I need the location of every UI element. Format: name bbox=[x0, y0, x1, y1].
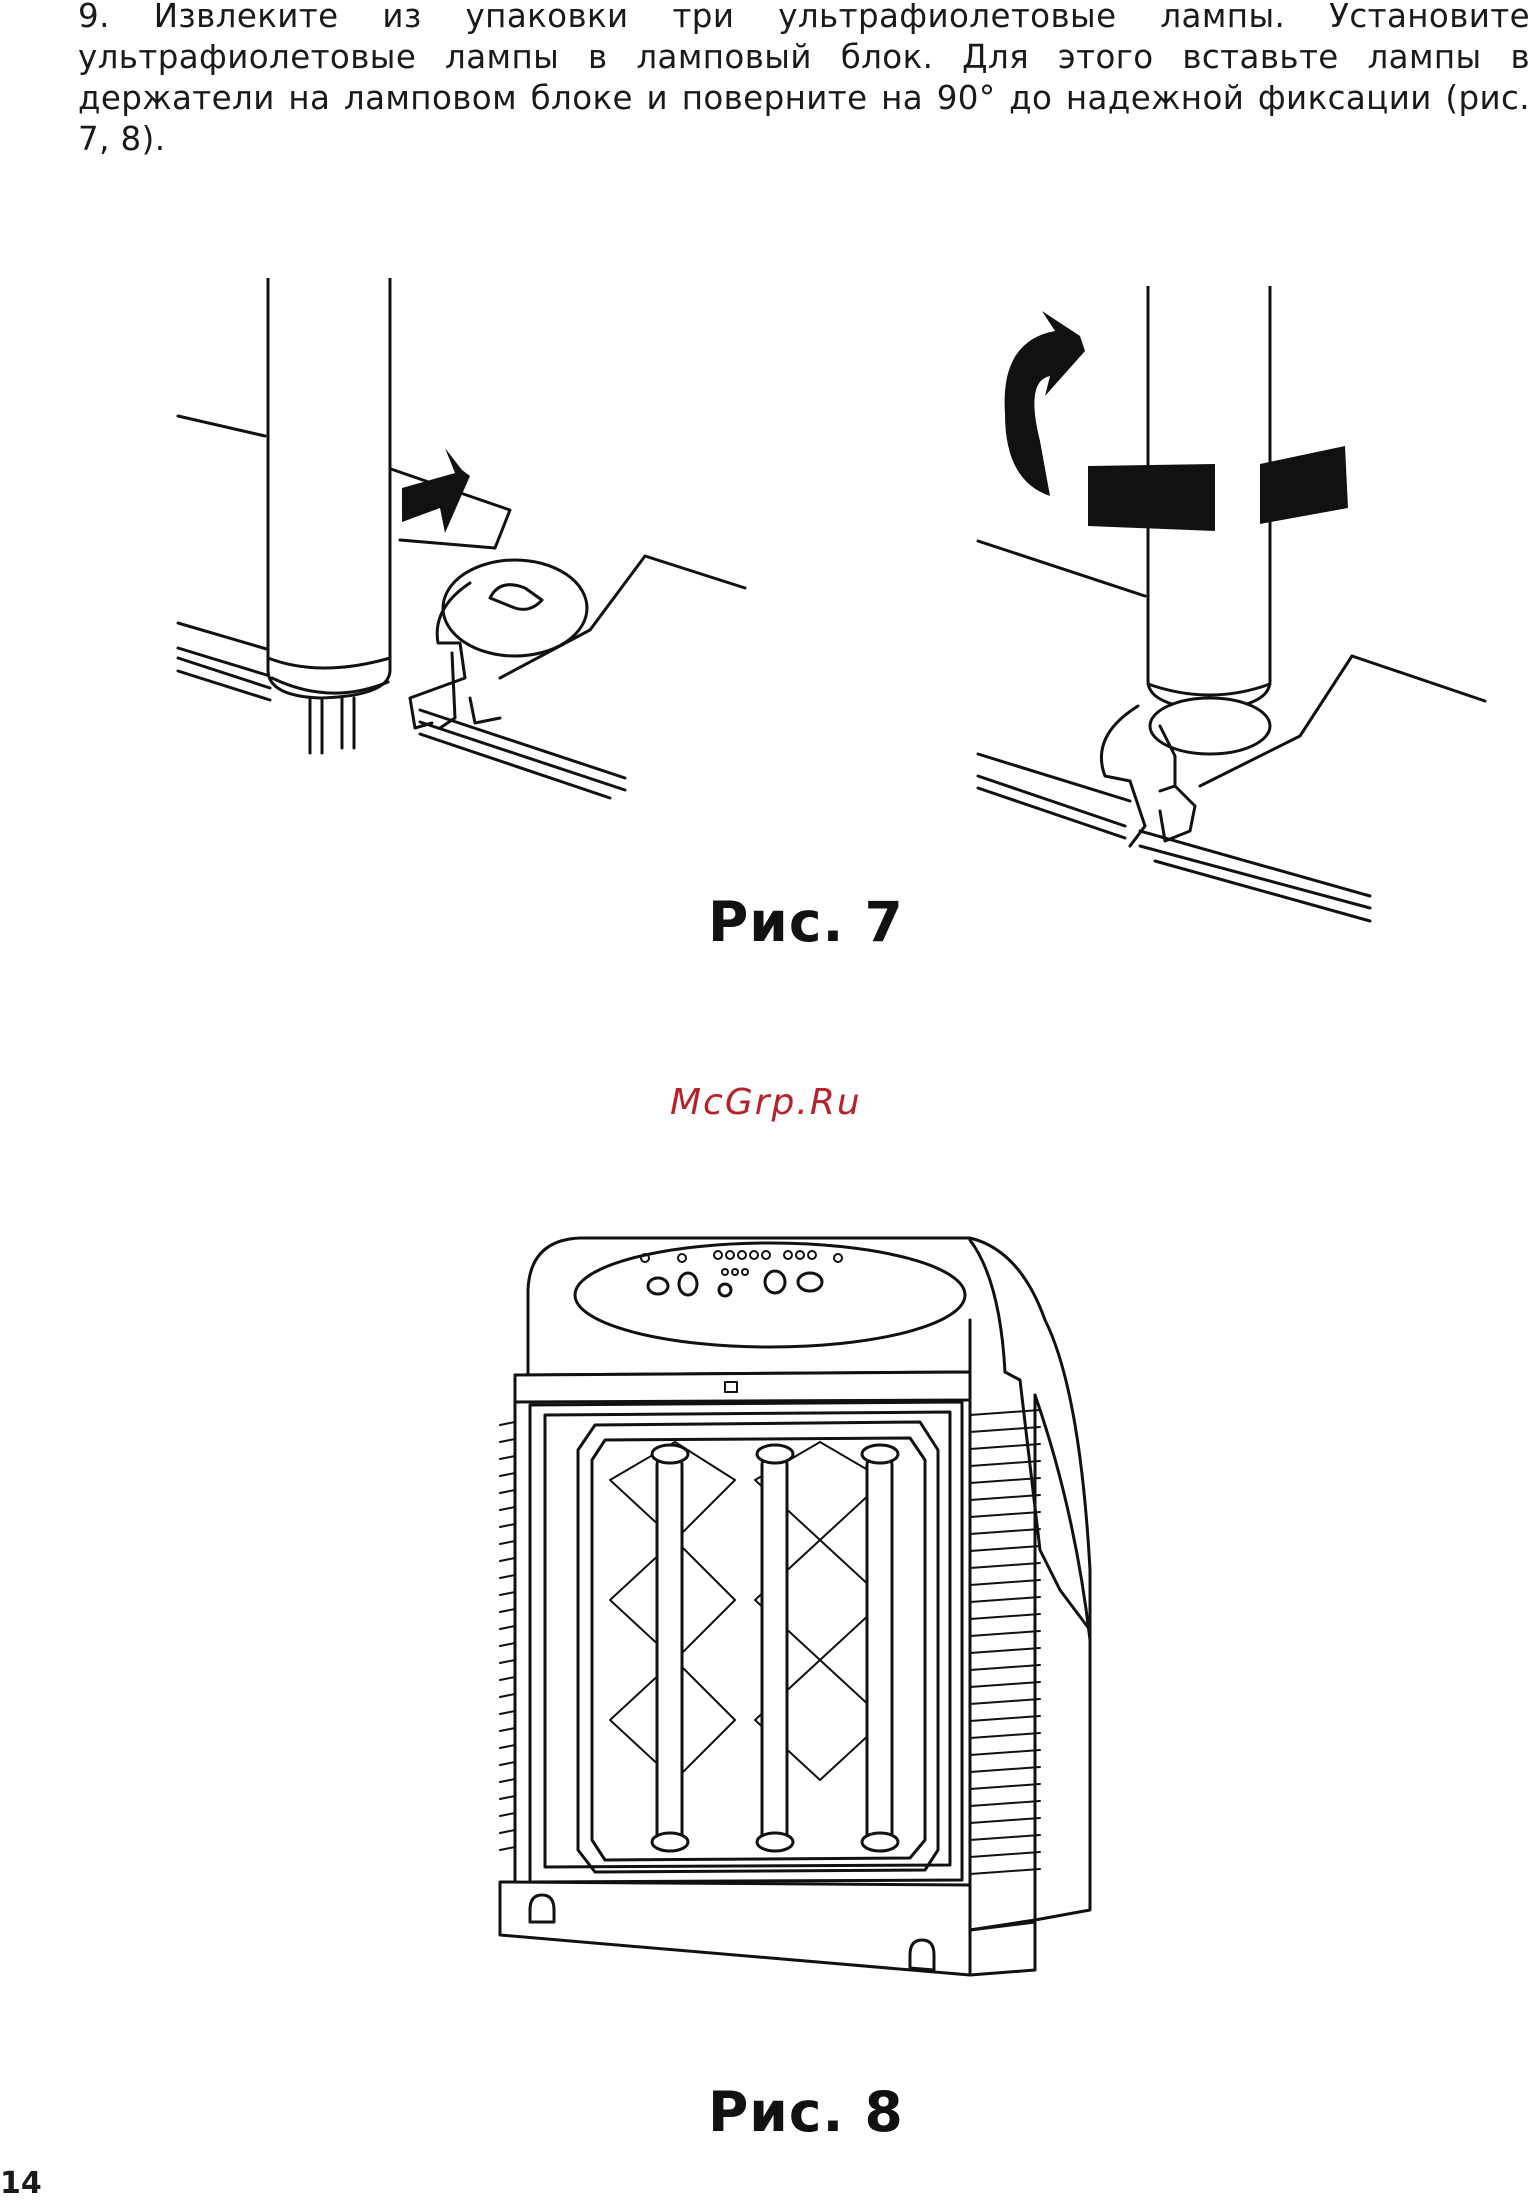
figure8-caption: Рис. 8 bbox=[708, 2080, 904, 2144]
figure7-caption: Рис. 7 bbox=[708, 890, 904, 954]
uv-lamp-2 bbox=[757, 1445, 793, 1851]
page-number: 14 bbox=[0, 2166, 42, 2201]
figure7-rotate-illustration bbox=[970, 286, 1500, 926]
uv-lamp-3 bbox=[862, 1445, 898, 1851]
uv-lamp-1 bbox=[652, 1445, 688, 1851]
figure7-insert-illustration bbox=[170, 278, 750, 818]
watermark-text: McGrp.Ru bbox=[670, 1082, 862, 1123]
figure8-purifier-illustration bbox=[500, 1210, 1100, 1990]
instruction-text: 9. Извлеките из упаковки три ультрафиоле… bbox=[78, 0, 1530, 160]
